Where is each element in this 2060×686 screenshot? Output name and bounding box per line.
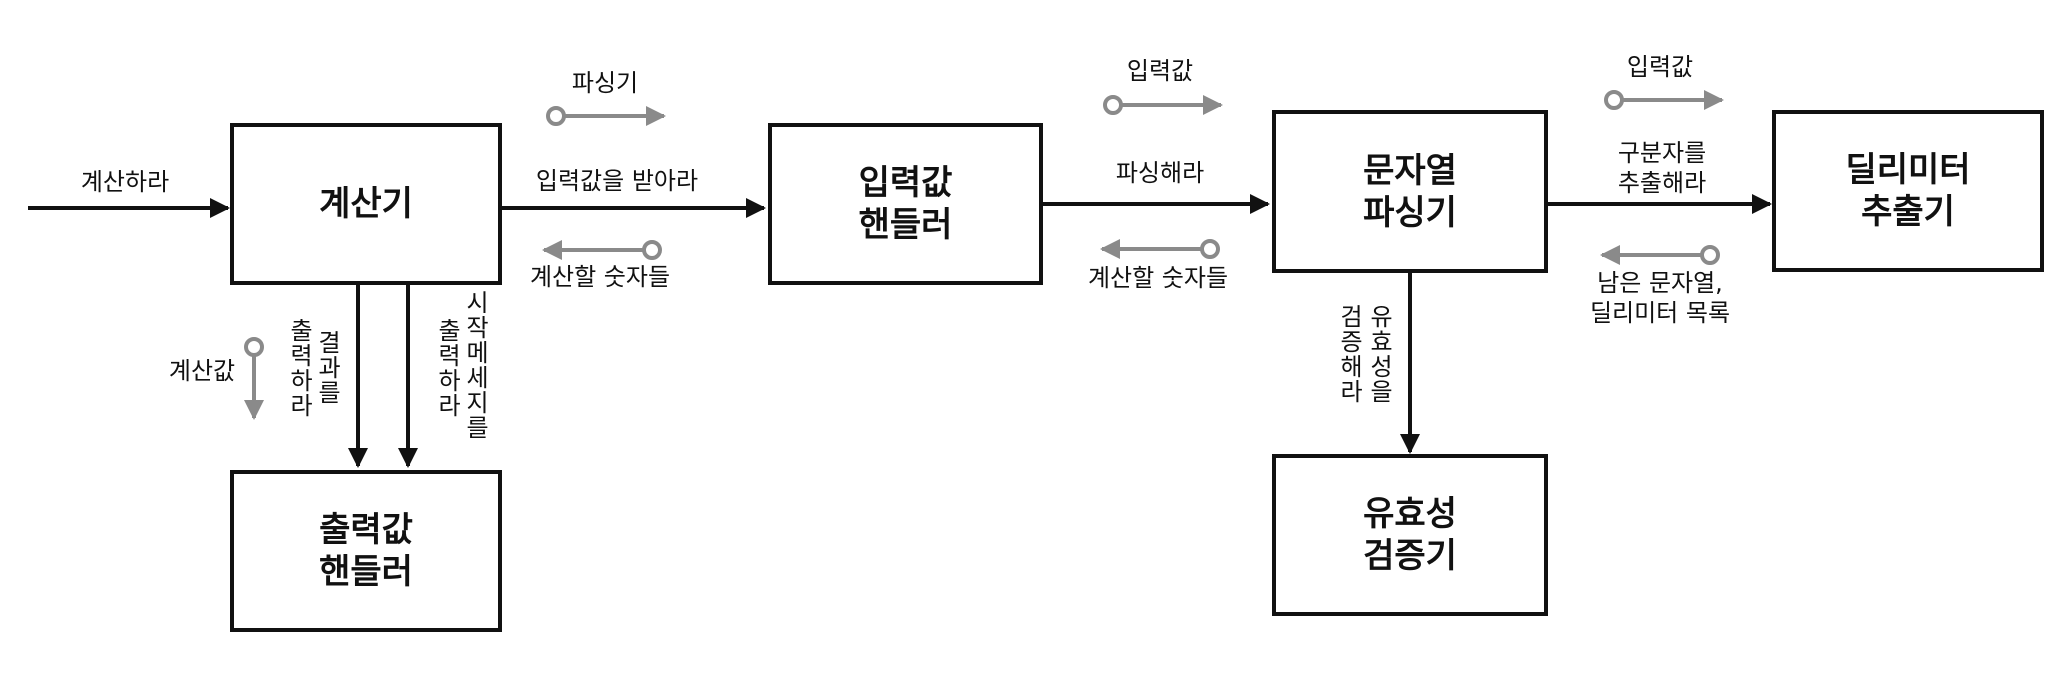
label-calc-value: 계산값 xyxy=(168,357,236,385)
return-arrow-parser xyxy=(546,106,666,126)
label-get-input: 입력값을 받아라 xyxy=(535,167,699,195)
return-arrow-input-1 xyxy=(1103,95,1223,115)
box-input-handler: 입력값 핸들러 xyxy=(768,123,1043,285)
label-numbers-to-calc-1: 계산할 숫자들 xyxy=(529,263,671,291)
box-validator: 유효성 검증기 xyxy=(1272,454,1548,616)
label-numbers-to-calc-2: 계산할 숫자들 xyxy=(1087,264,1229,292)
box-delimiter-extractor: 딜리미터 추출기 xyxy=(1772,110,2044,272)
label-print-start-col1: 출력하라 xyxy=(433,318,461,418)
label-input-value-2: 입력값 xyxy=(1626,53,1694,81)
box-output-handler: 출력값 핸들러 xyxy=(230,470,502,632)
label-print-start-col2: 시작메세지를 xyxy=(461,290,489,440)
label-parser-return: 파싱기 xyxy=(571,69,639,97)
label-remaining: 남은 문자열, 딜리미터 목록 xyxy=(1589,269,1731,327)
return-arrow-calc-value xyxy=(244,337,264,420)
box-string-parser: 문자열 파싱기 xyxy=(1272,110,1548,273)
return-arrow-numbers-2 xyxy=(1100,239,1220,259)
return-arrow-numbers-1 xyxy=(542,240,662,260)
label-parse: 파싱해라 xyxy=(1115,159,1205,187)
label-calculate: 계산하라 xyxy=(80,168,170,196)
label-print-result-col2: 결과를 xyxy=(313,330,341,405)
label-input-value-1: 입력값 xyxy=(1126,57,1194,85)
box-calculator: 계산기 xyxy=(230,123,502,285)
return-arrow-remaining xyxy=(1600,245,1720,265)
label-print-result-col1: 출력하라 xyxy=(285,318,313,418)
label-validate-col2: 검증해라 xyxy=(1335,304,1363,404)
return-arrow-input-2 xyxy=(1604,90,1724,110)
label-extract-delimiter: 구분자를 추출해라 xyxy=(1617,139,1707,197)
label-validate-col1: 유효성을 xyxy=(1365,304,1393,404)
